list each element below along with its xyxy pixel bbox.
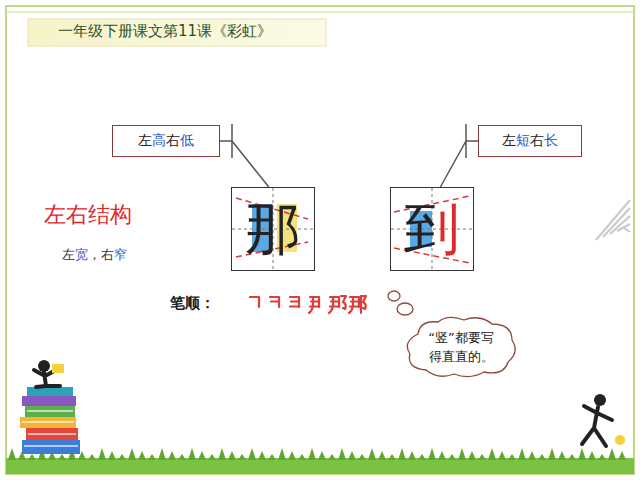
leader-line xyxy=(220,141,269,187)
cloud-outline xyxy=(404,316,518,378)
annotation-box: 左短右长 xyxy=(478,125,582,157)
model-character: 那 xyxy=(245,201,301,257)
model-character: 到 xyxy=(404,201,460,257)
note-text: “竖”都要写得直直的。 xyxy=(424,328,498,367)
structure-note: 左宽，右窄 xyxy=(62,246,127,264)
cloud-shape xyxy=(407,317,515,376)
leader-line xyxy=(440,141,478,187)
lesson-title: 一年级下册课文第11课《彩虹》 xyxy=(58,22,272,41)
thought-cloud: “竖”都要写得直直的。 xyxy=(404,316,518,378)
structure-label: 左右结构 xyxy=(44,200,132,230)
annotation-box: 左高右低 xyxy=(112,125,220,157)
character-grid: 到 xyxy=(390,187,474,271)
box-label: 左短右长 xyxy=(502,132,558,150)
stroke-order-label: 笔顺： xyxy=(170,294,215,313)
box-label: 左高右低 xyxy=(138,132,194,150)
character-grid: 那 xyxy=(231,187,315,271)
